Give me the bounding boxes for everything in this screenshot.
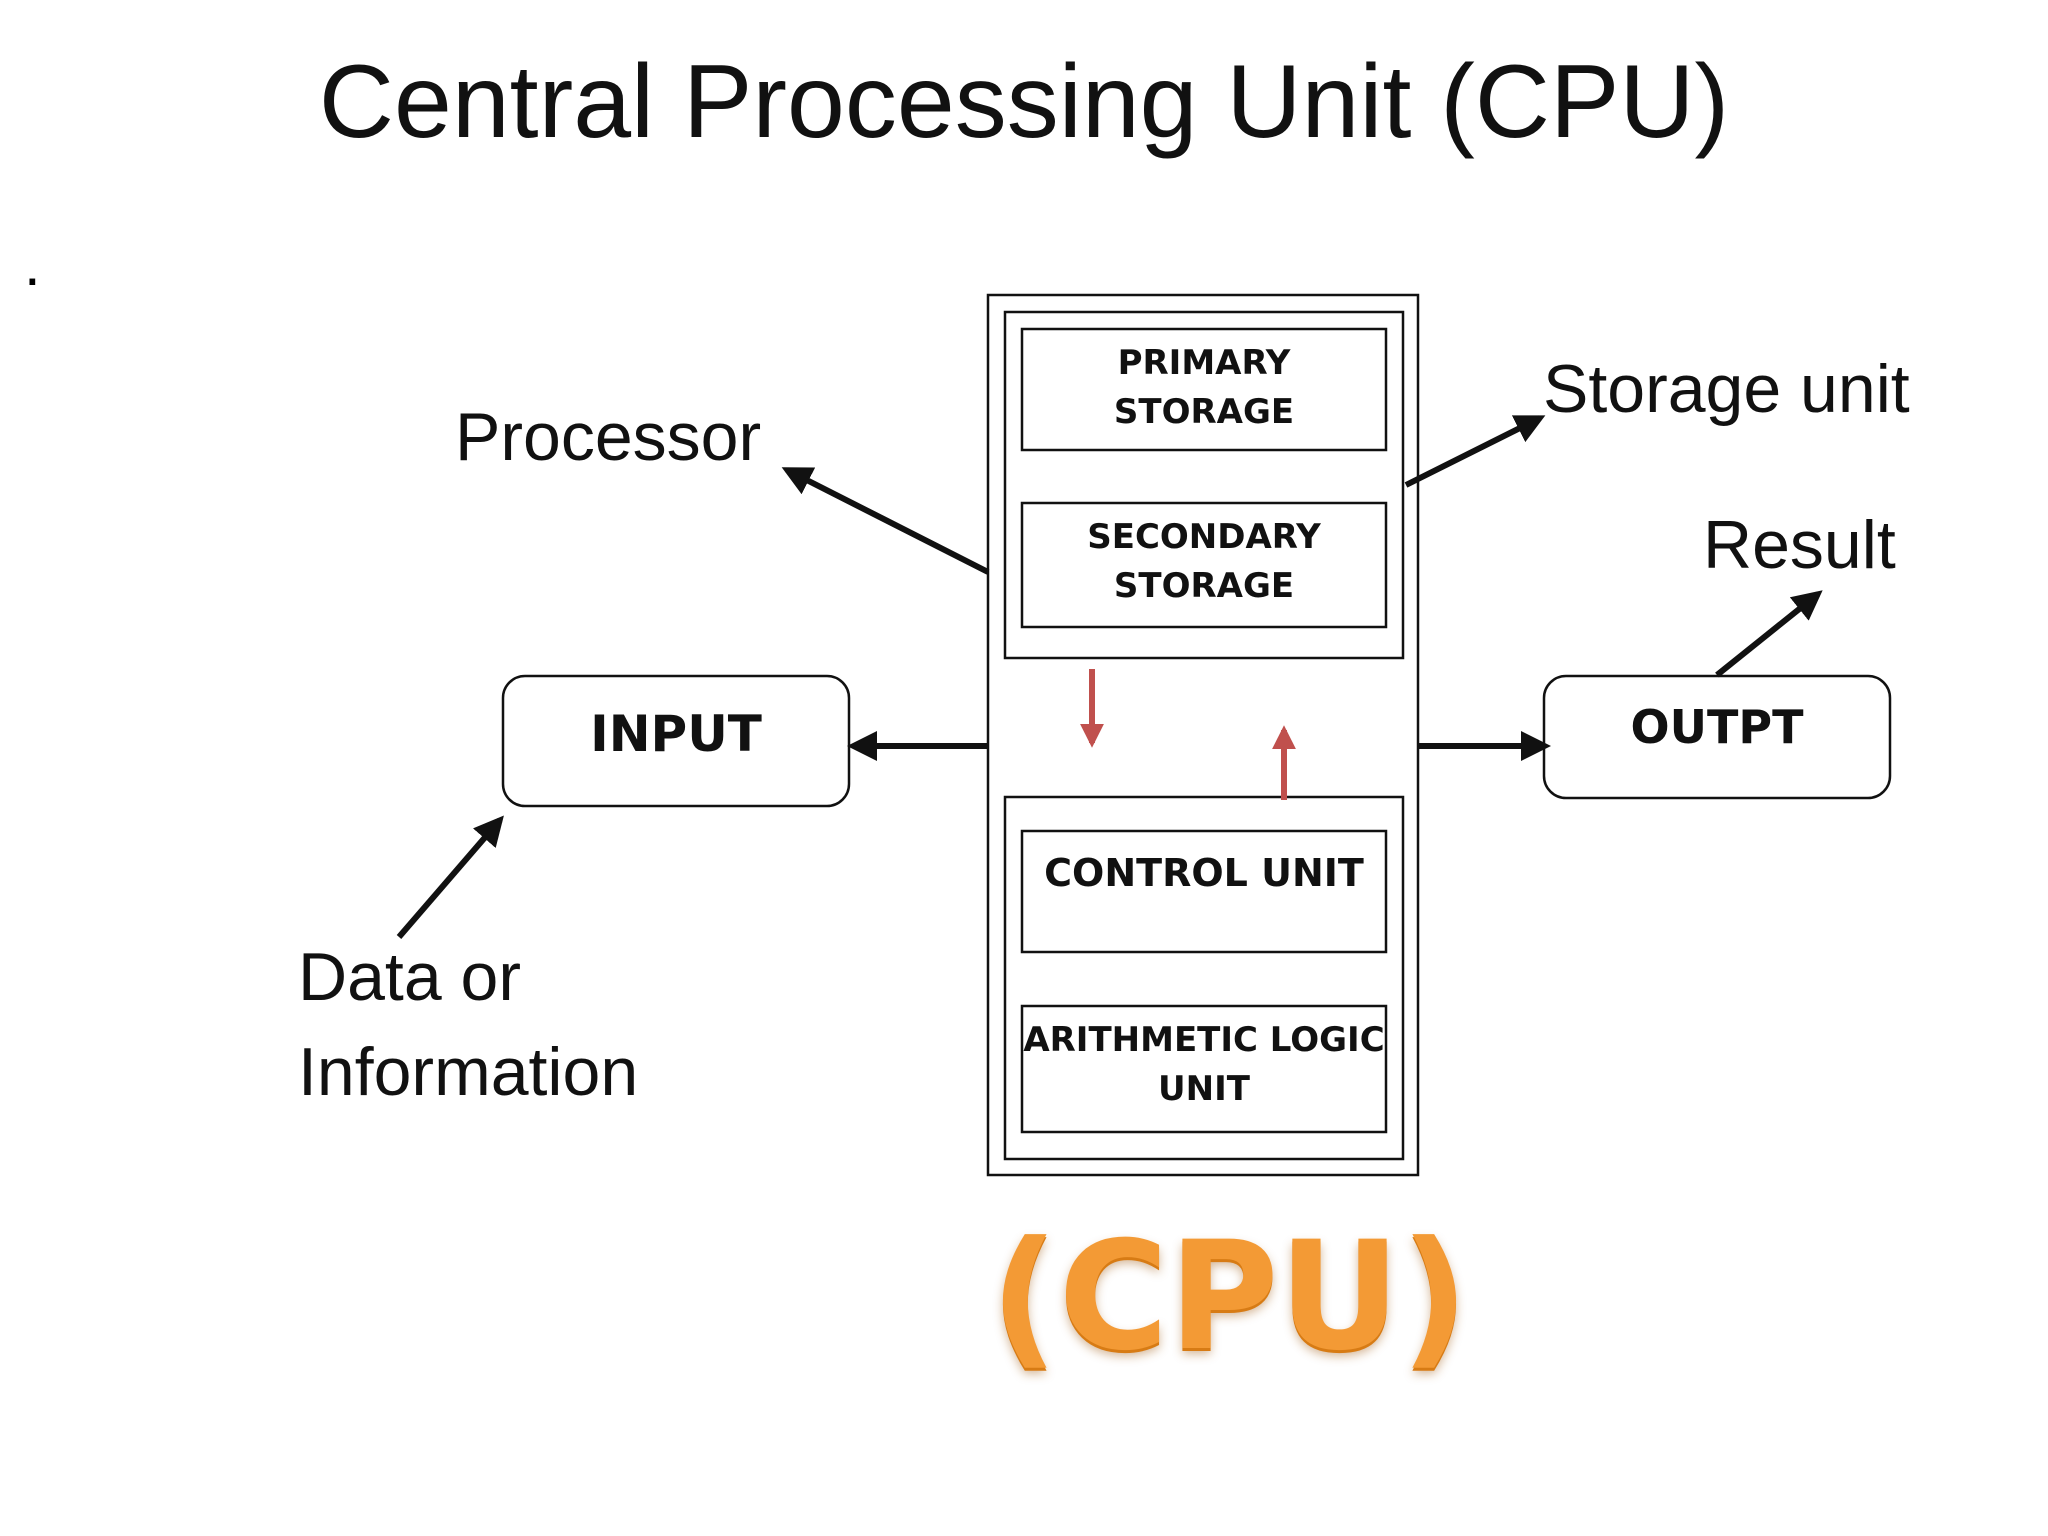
output-label: OUTPT — [1630, 700, 1804, 754]
control-unit-box — [1020, 829, 1388, 954]
data-line2: Information — [298, 1034, 639, 1111]
secondary-storage-line2: STORAGE — [1113, 566, 1295, 607]
primary-storage-line1: PRIMARY — [1117, 343, 1291, 383]
secondary-storage-line1: SECONDARY — [1087, 517, 1321, 557]
storage-unit-label: Storage unit — [1543, 351, 1910, 427]
processor-label: Processor — [455, 399, 762, 475]
bullet-point: . — [24, 231, 41, 298]
data-line1: Data or — [298, 939, 521, 1015]
alu-line2: UNIT — [1158, 1069, 1250, 1110]
arrow-to-processor-label — [781, 467, 990, 575]
result-label: Result — [1703, 507, 1896, 583]
storage-unit-frame — [1003, 310, 1405, 660]
cpu-wordmark: (CPU) — [990, 1210, 1469, 1384]
primary-storage-line2: STORAGE — [1113, 392, 1295, 433]
cpu-outer-frame — [986, 293, 1420, 1177]
secondary-storage-label: SECONDARY STORAGE — [1022, 513, 1386, 612]
alu-label: ARITHMETIC LOGIC UNIT — [1022, 1016, 1386, 1115]
arrow-to-storage-label — [1404, 415, 1546, 488]
arrow-to-result-label — [1715, 590, 1823, 678]
page-title: Central Processing Unit (CPU) — [318, 44, 1730, 160]
alu-box — [1020, 1004, 1388, 1134]
control-unit-label: CONTROL UNIT — [1044, 851, 1364, 895]
alu-line1: ARITHMETIC LOGIC — [1023, 1020, 1385, 1060]
secondary-storage-box — [1020, 501, 1388, 629]
processor-frame — [1003, 795, 1405, 1161]
arrow-data-to-input — [396, 815, 504, 939]
input-label: INPUT — [590, 705, 762, 763]
data-information-label: Data or Information — [298, 930, 638, 1120]
primary-storage-label: PRIMARY STORAGE — [1022, 339, 1386, 438]
primary-storage-box — [1020, 327, 1388, 452]
